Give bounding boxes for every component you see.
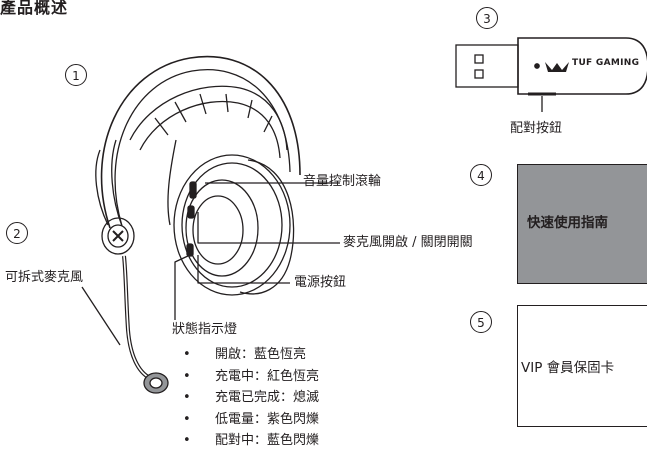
pair-button-label: 配對按鈕 — [510, 121, 563, 136]
usb-dongle-illustration — [455, 37, 647, 112]
status-item: •低電量：紫色閃爍 — [183, 409, 319, 431]
status-item: •充電已完成：熄滅 — [183, 387, 319, 409]
bullet: • — [183, 411, 191, 427]
callout-1: 1 — [65, 64, 87, 86]
dongle-brand: TUF GAMING — [572, 58, 640, 68]
status-list: •開啟：藍色恆亮 •充電中：紅色恆亮 •充電已完成：熄滅 •低電量：紫色閃爍 •… — [183, 344, 319, 452]
bullet: • — [183, 390, 191, 405]
vip-card — [517, 305, 647, 427]
callout-5: 5 — [470, 311, 492, 333]
status-heading: 狀態指示燈 — [172, 322, 238, 337]
bullet: • — [183, 347, 191, 362]
mic-toggle-label: 麥克風開啟 / 關閉開關 — [343, 235, 473, 250]
quick-guide-card — [517, 164, 647, 284]
callout-2: 2 — [6, 222, 28, 244]
scroll-wheel-label: 音量控制滾輪 — [303, 174, 382, 189]
status-item: •配對中：藍色閃爍 — [183, 430, 319, 452]
callout-3: 3 — [476, 7, 498, 29]
status-item: •開啟：藍色恆亮 — [183, 344, 319, 366]
bullet: • — [183, 368, 191, 384]
callout-4: 4 — [470, 164, 492, 186]
quick-guide-label: 快速使用指南 — [527, 215, 608, 231]
status-item: •充電中：紅色恆亮 — [183, 366, 319, 388]
power-button-label: 電源按鈕 — [294, 275, 347, 290]
headset-illustration — [81, 55, 340, 394]
bullet: • — [183, 433, 191, 448]
detachable-mic-label: 可拆式麥克風 — [5, 270, 84, 285]
page-title: 產品概述 — [0, 0, 69, 17]
vip-card-label: VIP 會員保固卡 — [521, 360, 615, 376]
